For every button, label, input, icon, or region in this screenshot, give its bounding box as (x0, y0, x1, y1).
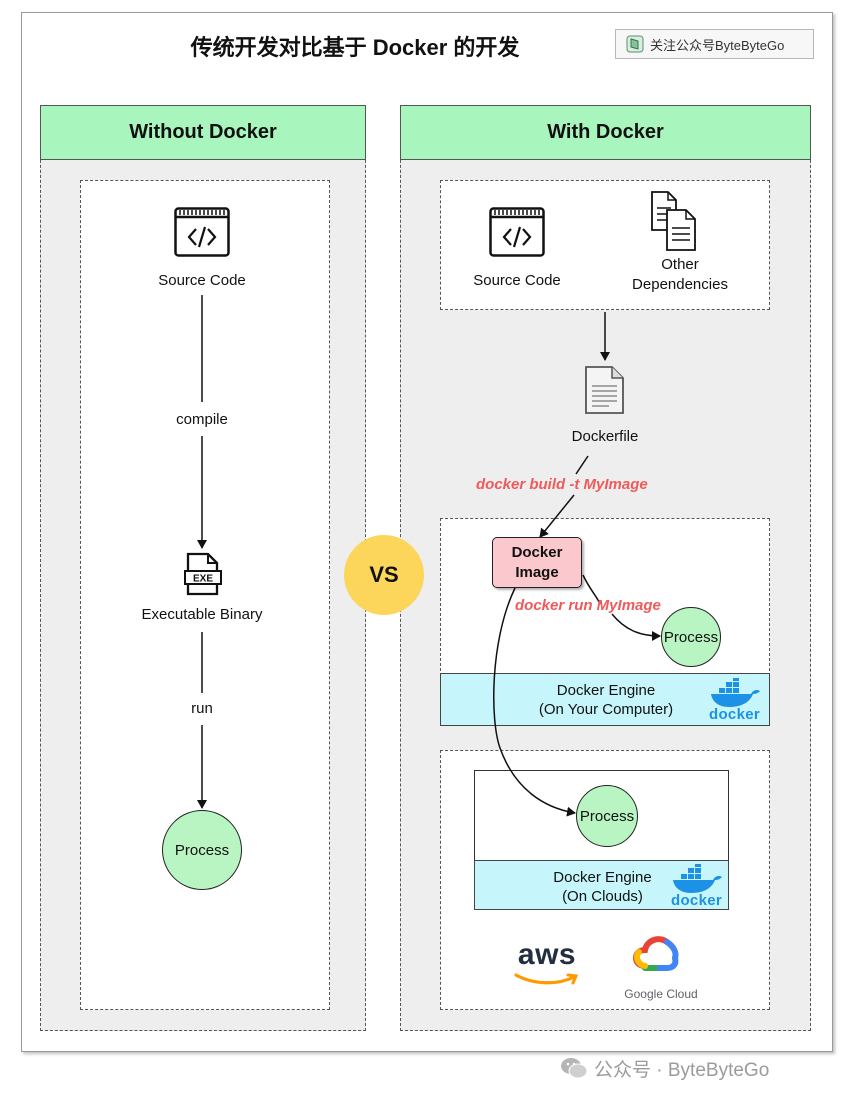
arrow-run-process-local (611, 613, 661, 641)
engine-cloud-title: Docker Engine (553, 869, 652, 886)
docker-logo-cloud: docker (669, 863, 725, 909)
docker-logo-local: docker (707, 677, 763, 723)
left-source-code-label: Source Code (158, 272, 246, 289)
docker-build-command: docker build -t MyImage (476, 476, 648, 493)
vs-badge: VS (344, 535, 424, 615)
arrow-build-image (539, 494, 575, 538)
google-cloud-text: Google Cloud (624, 987, 698, 1001)
other-dependencies-label: Other Dependencies (610, 255, 750, 295)
with-docker-title: With Docker (547, 121, 664, 143)
without-docker-title: Without Docker (129, 121, 277, 143)
bytebytego-logo-icon (626, 35, 644, 53)
cloud-process-label: Process (579, 807, 635, 825)
page-title: 传统开发对比基于 Docker 的开发 (190, 35, 520, 60)
local-process-node: Process (661, 607, 721, 667)
executable-file-icon: EXE (184, 552, 222, 596)
footer-watermark: 公众号 · ByteByteGo (560, 1055, 830, 1081)
wechat-icon (561, 1058, 588, 1079)
follow-badge-text: 关注公众号ByteByteGo (650, 37, 785, 53)
left-process-label: Process (174, 841, 230, 859)
aws-logo: aws (512, 938, 582, 994)
cloud-process-node: Process (576, 785, 638, 847)
source-code-icon (174, 207, 230, 257)
google-cloud-icon (633, 936, 679, 971)
engine-cloud-subtitle: (On Clouds) (562, 888, 643, 905)
docker-run-command: docker run MyImage (515, 597, 661, 614)
local-process-label: Process (663, 628, 719, 646)
left-process-node: Process (162, 810, 242, 890)
executable-binary-label: Executable Binary (141, 606, 263, 623)
dockerfile-label: Dockerfile (571, 428, 639, 445)
without-docker-header: Without Docker (40, 105, 366, 160)
other-dependencies-line1: Other (661, 256, 699, 273)
vs-label: VS (369, 562, 399, 587)
other-dependencies-line2: Dependencies (632, 276, 728, 293)
docker-whale-icon (673, 863, 722, 893)
arrow-image-process-cloud (493, 587, 576, 817)
compile-label: compile (152, 410, 252, 430)
engine-local-subtitle: (On Your Computer) (538, 701, 674, 718)
docker-image-node: Docker Image (492, 537, 582, 588)
docker-whale-icon (711, 677, 760, 707)
right-source-code-label: Source Code (473, 272, 561, 289)
engine-local-title: Docker Engine (556, 682, 656, 699)
docker-image-line1: Docker (511, 543, 563, 561)
dockerfile-icon (585, 366, 624, 414)
source-code-icon (489, 207, 545, 257)
docker-logo-cloud-text: docker (671, 892, 722, 909)
exe-text: EXE (193, 574, 213, 585)
arrow-image-run (582, 574, 601, 605)
run-label: run (172, 699, 232, 719)
aws-smile-icon (514, 973, 579, 985)
documents-icon (651, 191, 696, 251)
footer-text: 公众号 · ByteByteGo (594, 1059, 770, 1081)
with-docker-header: With Docker (400, 105, 811, 160)
follow-badge[interactable]: 关注公众号ByteByteGo (615, 29, 814, 59)
docker-logo-local-text: docker (709, 706, 760, 723)
aws-logo-text: aws (517, 938, 577, 971)
arrow-dockerfile-build (575, 455, 589, 475)
google-cloud-logo: Google Cloud (615, 930, 707, 1001)
docker-image-line2: Image (515, 563, 559, 581)
